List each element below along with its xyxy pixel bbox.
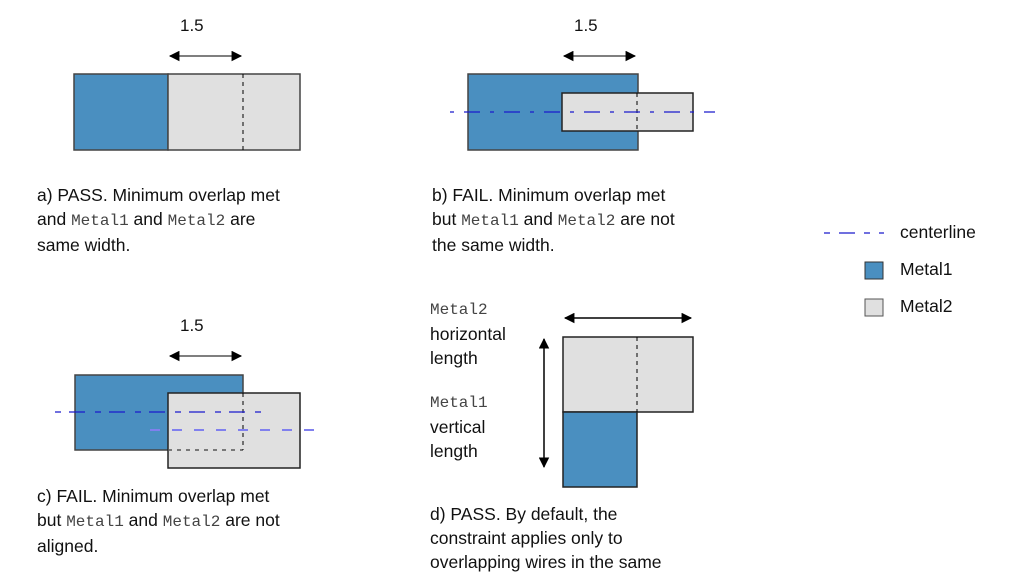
caption-text: and: [128, 209, 168, 229]
legend-metal1-label: Metal1: [900, 259, 953, 279]
caption-line: the same width.: [432, 235, 555, 255]
metal2-label: Metal2: [430, 301, 488, 319]
panel-d: [538, 312, 694, 488]
vertical-length-label: length: [430, 441, 478, 461]
caption-line: and Metal1 and Metal2 are: [37, 207, 280, 233]
dimension-label-b: 1.5: [574, 16, 598, 35]
legend-metal2-label: Metal2: [900, 296, 953, 316]
caption-text: are: [225, 209, 256, 229]
legend: [824, 232, 884, 317]
legend-centerline-label: centerline: [900, 222, 976, 242]
caption-line: but Metal1 and Metal2 are not: [37, 508, 280, 534]
metal1-legend-swatch: [864, 261, 884, 280]
caption-text: and: [518, 209, 558, 229]
caption-line: a) PASS. Minimum overlap met: [37, 185, 280, 205]
caption-line: overlapping wires in the same: [430, 552, 662, 572]
metal2-shape: [167, 73, 301, 151]
metal1-code: Metal1: [71, 212, 129, 230]
caption-text: but: [432, 209, 462, 229]
metal2-code: Metal2: [162, 513, 221, 531]
caption-line: but Metal1 and Metal2 are not: [432, 207, 675, 233]
dimension-label-a: 1.5: [180, 16, 204, 35]
panel-a: [73, 50, 301, 151]
caption-text: are not: [220, 510, 280, 530]
metal2-code: Metal2: [557, 212, 616, 230]
horizontal-length-label: length: [430, 348, 478, 368]
caption-line: aligned.: [37, 536, 99, 556]
metal1-code: Metal1: [461, 212, 519, 230]
dimension-label-c: 1.5: [180, 316, 204, 335]
metal2-shape: [167, 392, 301, 469]
metal2-code: Metal2: [167, 212, 226, 230]
caption-line: d) PASS. By default, the: [430, 504, 618, 524]
caption-a: a) PASS. Minimum overlap met and Metal1 …: [37, 183, 280, 257]
caption-d: d) PASS. By default, the constraint appl…: [430, 502, 662, 574]
caption-b: b) FAIL. Minimum overlap met but Metal1 …: [432, 183, 675, 257]
caption-text: but: [37, 510, 67, 530]
caption-text: and: [37, 209, 72, 229]
caption-line: same width.: [37, 235, 131, 255]
panel-b: [450, 50, 715, 151]
metal1-shape: [562, 411, 638, 488]
caption-text: and: [123, 510, 163, 530]
caption-text: are not: [615, 209, 675, 229]
metal2-legend-swatch: [864, 298, 884, 317]
caption-line: c) FAIL. Minimum overlap met: [37, 486, 270, 506]
vertical-label: vertical: [430, 417, 486, 437]
caption-line: constraint applies only to: [430, 528, 623, 548]
metal1-code: Metal1: [66, 513, 124, 531]
metal2-shape: [562, 336, 694, 413]
horizontal-label: horizontal: [430, 324, 506, 344]
caption-c: c) FAIL. Minimum overlap met but Metal1 …: [37, 484, 280, 558]
metal1-shape: [73, 73, 169, 151]
panel-c: [55, 350, 320, 469]
metal1-label: Metal1: [430, 394, 488, 412]
caption-line: b) FAIL. Minimum overlap met: [432, 185, 666, 205]
